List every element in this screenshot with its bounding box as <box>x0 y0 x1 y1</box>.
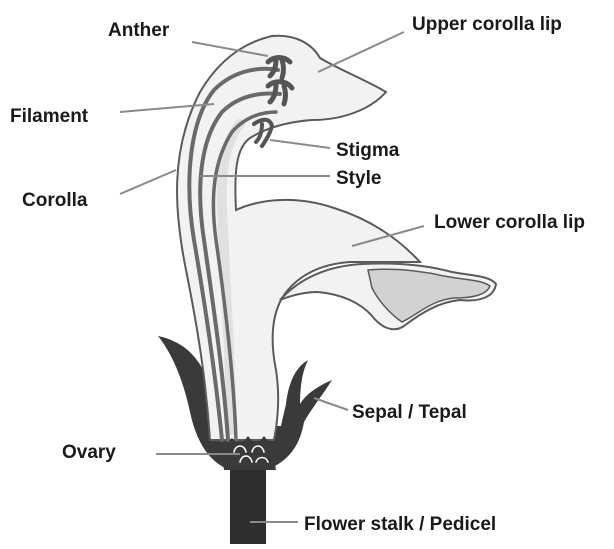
label-ovary: Ovary <box>62 442 116 463</box>
label-filament: Filament <box>10 106 89 127</box>
label-style: Style <box>336 168 381 189</box>
label-upper-lip: Upper corolla lip <box>412 14 562 35</box>
label-corolla: Corolla <box>22 190 88 211</box>
leader-sepal <box>314 398 348 410</box>
pedicel-stalk <box>230 462 266 544</box>
leader-upper-lip <box>318 32 404 72</box>
label-sepal: Sepal / Tepal <box>352 402 467 423</box>
label-stigma: Stigma <box>336 140 400 161</box>
label-pedicel: Flower stalk / Pedicel <box>304 514 496 535</box>
label-lower-lip: Lower corolla lip <box>434 212 585 233</box>
label-anther: Anther <box>108 20 170 41</box>
leader-stigma <box>270 140 330 148</box>
leader-corolla <box>120 170 176 194</box>
